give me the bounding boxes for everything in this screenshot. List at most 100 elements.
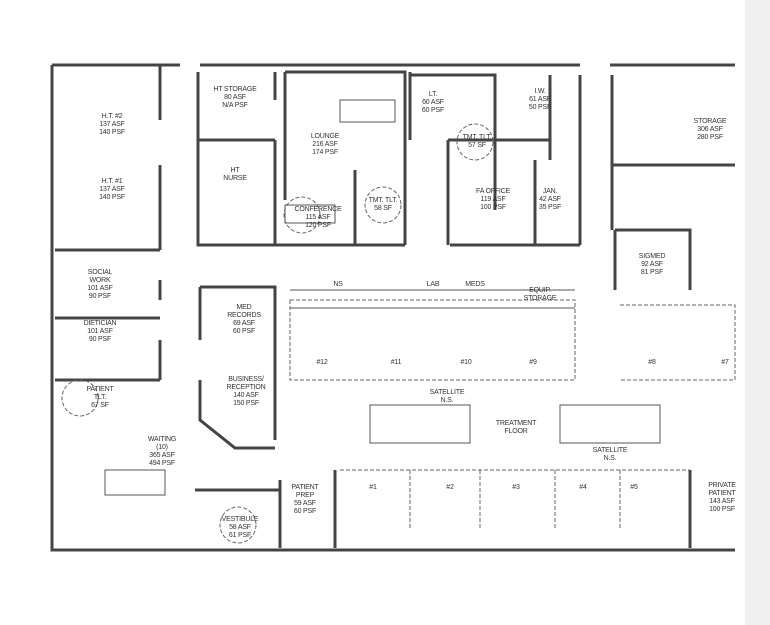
room-asf: 58 ASF	[229, 524, 251, 531]
room-name: I.W.	[534, 88, 546, 95]
room-psf: 61 PSF	[228, 532, 252, 539]
chair-label: #1	[369, 484, 377, 491]
room-asf: 59 ASF	[294, 500, 316, 507]
chair-label: #2	[446, 484, 454, 491]
station-label: #8	[648, 359, 656, 366]
chair-label: #4	[579, 484, 587, 491]
room-ht-nurse: HT NURSE	[220, 167, 250, 183]
room-psf: 81 PSF	[640, 269, 664, 276]
room-name: DIETICIAN	[83, 320, 117, 327]
area-satellite-ns-2: SATELLITE N.S.	[592, 447, 628, 462]
room-name: HT NURSE	[223, 167, 247, 182]
room-psf: 35 PSF	[538, 204, 562, 211]
room-asf: 58 SF	[374, 205, 392, 212]
scrollbar-track[interactable]	[745, 0, 770, 625]
room-asf: 80 ASF	[224, 94, 246, 101]
area-equip-storage: EQUIP. STORAGE	[523, 287, 557, 302]
station-label: #12	[316, 359, 328, 366]
room-name: FA OFFICE	[476, 188, 510, 195]
room-asf: 57 SF	[468, 142, 486, 149]
area-treatment-floor: TREATMENT FLOOR	[495, 420, 537, 435]
room-psf: 280 PSF	[697, 134, 723, 141]
room-psf: 140 PSF	[99, 194, 125, 201]
room-name: HT STORAGE	[213, 86, 257, 93]
room-name: CONFERENCE	[294, 206, 342, 213]
chair-label: #3	[512, 484, 520, 491]
room-asf: 67 SF	[91, 402, 109, 409]
room-asf: 216 ASF	[312, 141, 338, 148]
room-name: H.T. #2	[101, 113, 123, 120]
room-asf: 115 ASF	[305, 214, 331, 221]
room-capacity: (10)	[156, 444, 168, 451]
room-psf: 120 PSF	[305, 222, 331, 229]
room-asf: 42 ASF	[539, 196, 561, 203]
room-psf: 90 PSF	[88, 336, 112, 343]
room-name: PATIENT PREP	[291, 484, 319, 499]
room-name: PATIENT TLT.	[86, 386, 114, 401]
room-name: STORAGE	[693, 118, 727, 125]
room-name: BUSINESS/ RECEPTION	[226, 376, 266, 391]
room-name: H.T. #1	[101, 178, 123, 185]
room-name: LT.	[428, 91, 438, 98]
room-asf: 137 ASF	[99, 186, 125, 193]
room-name: JAN.	[542, 188, 558, 195]
room-psf: 60 PSF	[232, 328, 256, 335]
walls	[50, 63, 736, 552]
room-asf: 101 ASF	[87, 285, 113, 292]
room-psf: 60 PSF	[293, 508, 317, 515]
chair-label: #5	[630, 484, 638, 491]
room-name: SOCIAL WORK	[87, 269, 113, 284]
room-psf: 100 PSF	[480, 204, 506, 211]
room-asf: 140 ASF	[233, 392, 259, 399]
room-asf: 365 ASF	[149, 452, 175, 459]
room-asf: 306 ASF	[697, 126, 723, 133]
room-patient-toilet: PATIENT TLT.67 SF	[80, 386, 120, 410]
area-ns: NS	[333, 281, 343, 288]
room-asf: 61 ASF	[529, 96, 551, 103]
room-name: TMT. TLT.	[368, 197, 398, 204]
room-psf: 100 PSF	[709, 506, 735, 513]
room-tmt-toilet-2: TMT. TLT.57 SF	[462, 134, 492, 150]
room-asf: 69 ASF	[233, 320, 255, 327]
room-psf: 140 PSF	[99, 129, 125, 136]
room-name: PRIVATE PATIENT	[708, 482, 736, 497]
station-label: #7	[721, 359, 729, 366]
room-psf: 90 PSF	[88, 293, 112, 300]
room-psf: N/A PSF	[222, 102, 248, 109]
station-label: #10	[460, 359, 472, 366]
room-psf: 174 PSF	[312, 149, 338, 156]
room-asf: 101 ASF	[87, 328, 113, 335]
room-asf: 60 ASF	[422, 99, 444, 106]
room-name: SIGMED	[638, 253, 666, 260]
room-psf: 60 PSF	[421, 107, 445, 114]
room-asf: 143 ASF	[709, 498, 735, 505]
room-asf: 92 ASF	[641, 261, 663, 268]
room-asf: 137 ASF	[99, 121, 125, 128]
area-lab: LAB	[426, 281, 440, 288]
room-psf: 50 PSF	[528, 104, 552, 111]
station-label: #9	[529, 359, 537, 366]
room-name: TMT. TLT.	[462, 134, 492, 141]
room-name: WAITING	[147, 436, 177, 443]
area-meds: MEDS	[465, 281, 485, 288]
room-name: MED RECORDS	[227, 304, 261, 319]
room-tmt-toilet: TMT. TLT.58 SF	[368, 197, 398, 213]
